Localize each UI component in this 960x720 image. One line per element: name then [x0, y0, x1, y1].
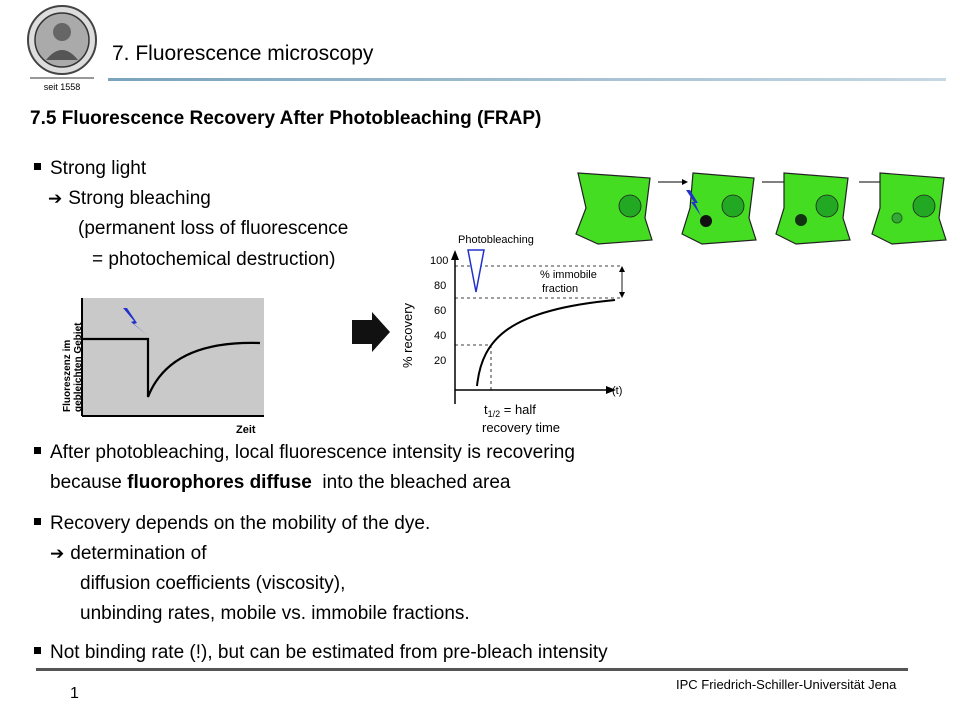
- immobile-fraction-label-2: fraction: [542, 283, 578, 295]
- photobleaching-label: Photobleaching: [458, 234, 534, 246]
- university-seal-logo: seit 1558: [20, 2, 104, 94]
- frap-cell-sequence-diagram: [575, 172, 947, 245]
- bullet-1-line-1: After photobleaching, local fluorescence…: [34, 439, 575, 466]
- bullet-2-arrow-line: ➔determination of: [50, 543, 207, 564]
- cell-3: [775, 172, 851, 245]
- bullet-icon: [34, 163, 41, 171]
- right-plot-xlabel: (t): [612, 385, 622, 397]
- intro-bullet: Strong light: [34, 155, 146, 182]
- photobleaching-marker-icon: [467, 249, 485, 293]
- bullet-3-line-1: Not binding rate (!), but can be estimat…: [34, 639, 608, 666]
- intro-arrow-line: ➔Strong bleaching: [48, 188, 211, 209]
- y-tick-20: 20: [434, 355, 446, 367]
- recovery-curve: [476, 299, 616, 387]
- thalf-label: t1/2 = half: [484, 402, 536, 419]
- left-plot-xlabel: Zeit: [236, 424, 256, 436]
- fluorescence-curve: [82, 337, 261, 398]
- cell-4: [871, 172, 947, 245]
- y-tick-40: 40: [434, 330, 446, 342]
- bullet-icon: [34, 518, 41, 526]
- fluorescence-bleach-plot: Fluoreszenz im gebleichten Gebiet Zeit: [62, 298, 264, 436]
- header-divider: [108, 78, 946, 81]
- cell-2: [681, 172, 757, 245]
- bullet-icon: [34, 647, 41, 655]
- lightning-bolt-icon: [686, 190, 701, 216]
- footer-institution: IPC Friedrich-Schiller-Universität Jena: [676, 677, 897, 692]
- frap-recovery-plot: 100 80 60 40 20 % recovery (t) Photoblea…: [400, 234, 625, 435]
- right-arrow-icon: ➔: [50, 544, 65, 563]
- cell-1: [575, 172, 653, 245]
- bullet-icon: [34, 447, 41, 455]
- lightning-bolt-icon: [123, 308, 147, 335]
- bullet-2-line-3: diffusion coefficients (viscosity),: [80, 573, 346, 594]
- thalf-label-line2: recovery time: [482, 420, 560, 435]
- bullet-2-line-1: Recovery depends on the mobility of the …: [34, 510, 430, 537]
- bullet-1-line-2: because fluorophores diffuse into the bl…: [50, 472, 511, 493]
- svg-text:seit 1558: seit 1558: [44, 82, 81, 92]
- slide-header-title: 7. Fluorescence microscopy: [112, 42, 374, 65]
- y-tick-100: 100: [430, 255, 448, 267]
- left-plot-ylabel-2: gebleichten Gebiet: [73, 322, 84, 412]
- y-tick-60: 60: [434, 305, 446, 317]
- left-plot-ylabel-1: Fluoreszenz im: [62, 340, 73, 412]
- big-right-arrow-icon: [352, 312, 390, 352]
- bullet-2-line-4: unbinding rates, mobile vs. immobile fra…: [80, 603, 470, 624]
- footer-divider: [36, 668, 908, 671]
- right-plot-ylabel: % recovery: [400, 302, 415, 368]
- immobile-fraction-label-1: % immobile: [540, 269, 597, 281]
- page-number: 1: [70, 685, 79, 702]
- intro-eq-line: = photochemical destruction): [92, 249, 336, 270]
- section-title: 7.5 Fluorescence Recovery After Photoble…: [30, 108, 542, 129]
- y-tick-80: 80: [434, 280, 446, 292]
- right-arrow-icon: ➔: [48, 189, 63, 208]
- intro-paren-line: (permanent loss of fluorescence: [78, 218, 349, 239]
